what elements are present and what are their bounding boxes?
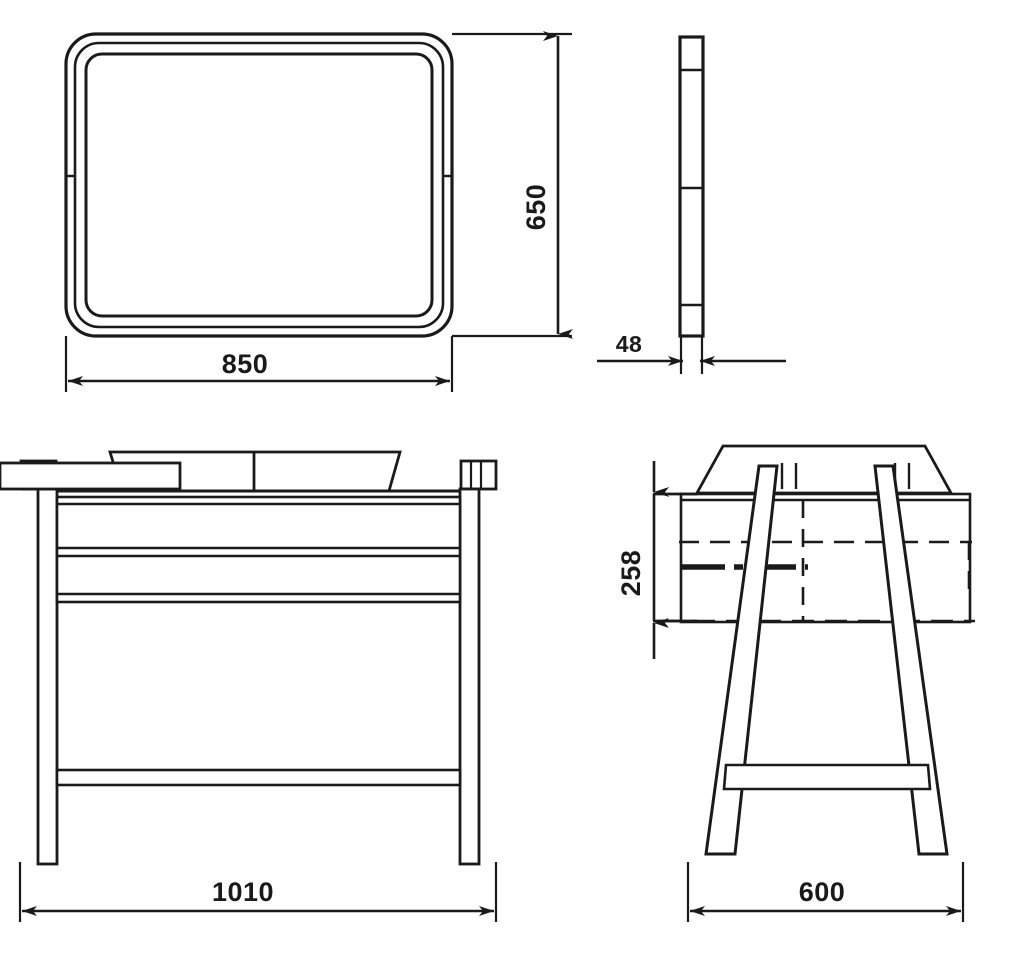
side-lower-stretcher	[722, 763, 932, 791]
view-side: 258 600	[0, 444, 975, 922]
dimension-label-600: 600	[799, 877, 846, 907]
dimension-label-650: 650	[521, 184, 551, 231]
view-front: 1010	[18, 450, 498, 922]
view-top: 650 850	[64, 31, 573, 392]
side-hopper-outline	[694, 444, 954, 495]
tray-inner-outline	[84, 52, 434, 318]
front-left-post	[36, 487, 59, 866]
front-slat-panel	[55, 495, 462, 604]
front-lower-rail	[55, 768, 462, 787]
dimension-label-48: 48	[616, 331, 643, 357]
side-left-leg	[704, 464, 779, 856]
view-edge: 48	[597, 35, 786, 374]
side-right-leg	[873, 464, 949, 856]
dimension-label-850: 850	[222, 349, 269, 379]
front-right-post	[458, 487, 481, 866]
side-deck-body	[679, 492, 972, 624]
edge-profile-body	[678, 35, 705, 338]
dimension-label-1010: 1010	[212, 877, 274, 907]
front-right-post-cap	[459, 459, 498, 491]
dimension-label-258: 258	[616, 550, 646, 597]
side-beam-box	[0, 461, 182, 491]
